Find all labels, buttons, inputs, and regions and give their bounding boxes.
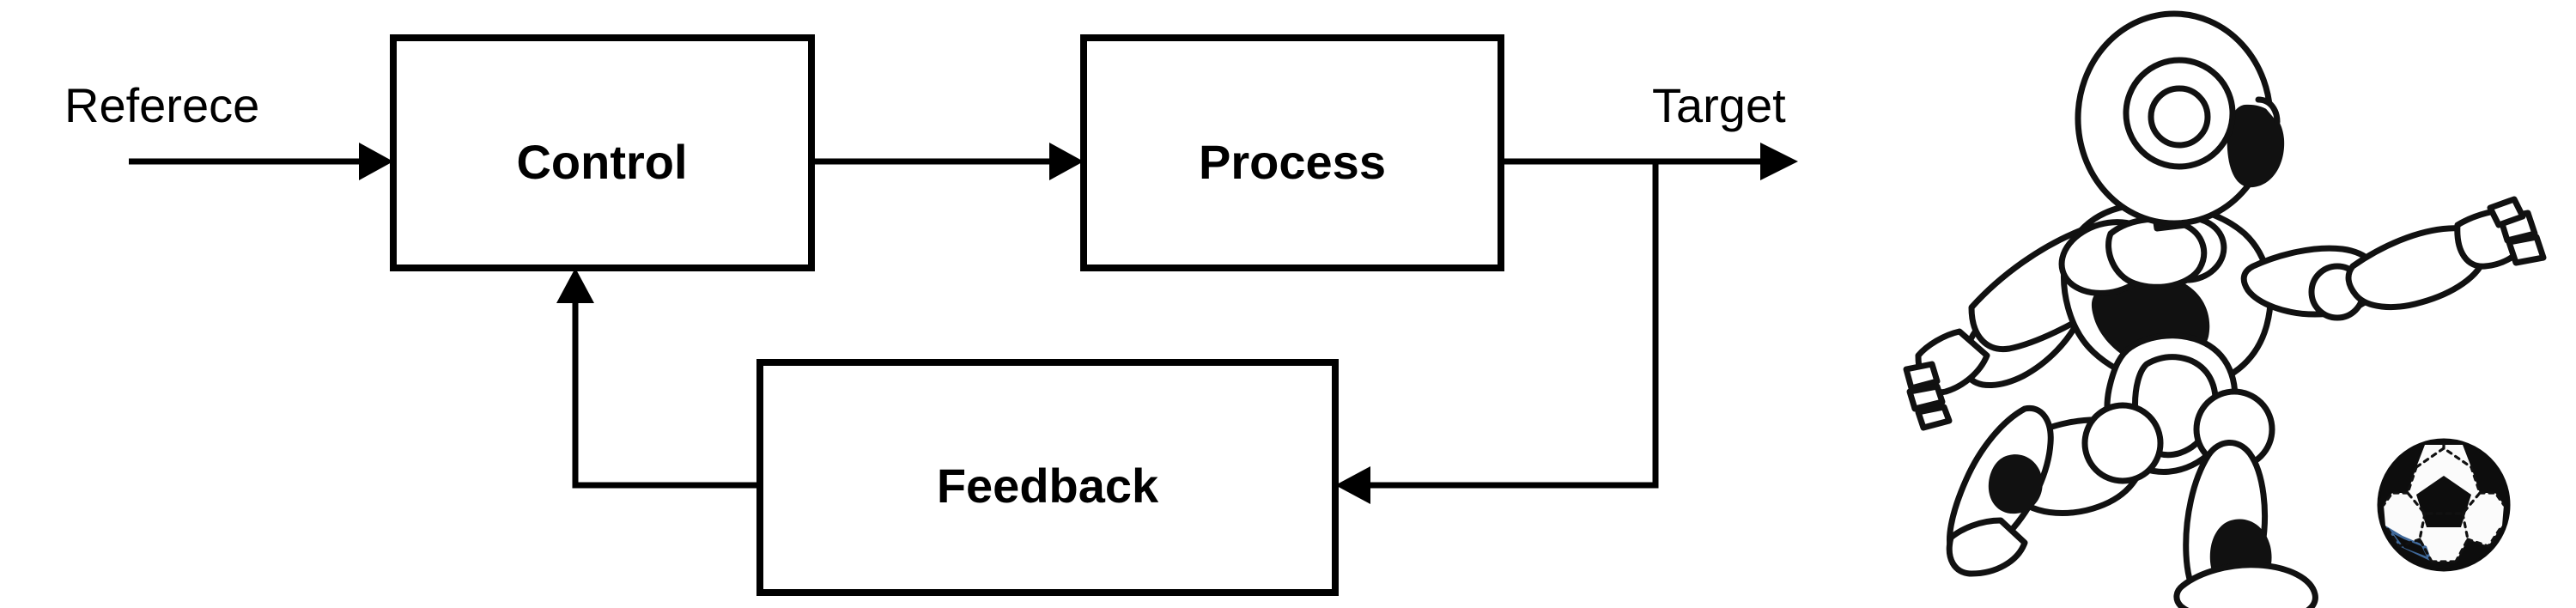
connection-control-to-process bbox=[811, 143, 1084, 180]
connection-reference-to-control bbox=[129, 143, 393, 180]
robot-front-leg bbox=[2173, 388, 2318, 608]
connection-feedback-to-control bbox=[556, 268, 760, 489]
connection-process-to-target bbox=[1501, 143, 1798, 180]
soccer-ball-accent-inner bbox=[2394, 534, 2427, 556]
robot-rear-leg bbox=[1946, 402, 2164, 577]
robot-front-arm bbox=[2240, 196, 2547, 321]
block-feedback-label: Feedback bbox=[937, 459, 1159, 513]
block-process-label: Process bbox=[1199, 135, 1386, 189]
connection-output-to-feedback bbox=[1335, 161, 1659, 504]
robot-head bbox=[2075, 10, 2285, 227]
block-control-label: Control bbox=[516, 135, 687, 189]
block-control[interactable]: Control bbox=[390, 34, 815, 271]
robot-torso bbox=[2058, 201, 2274, 389]
soccer-ball-stitching bbox=[2382, 438, 2506, 563]
block-feedback[interactable]: Feedback bbox=[756, 359, 1339, 596]
signal-label-reference: Referece bbox=[64, 78, 259, 132]
block-process[interactable]: Process bbox=[1080, 34, 1504, 271]
signal-label-target: Target bbox=[1652, 78, 1786, 132]
